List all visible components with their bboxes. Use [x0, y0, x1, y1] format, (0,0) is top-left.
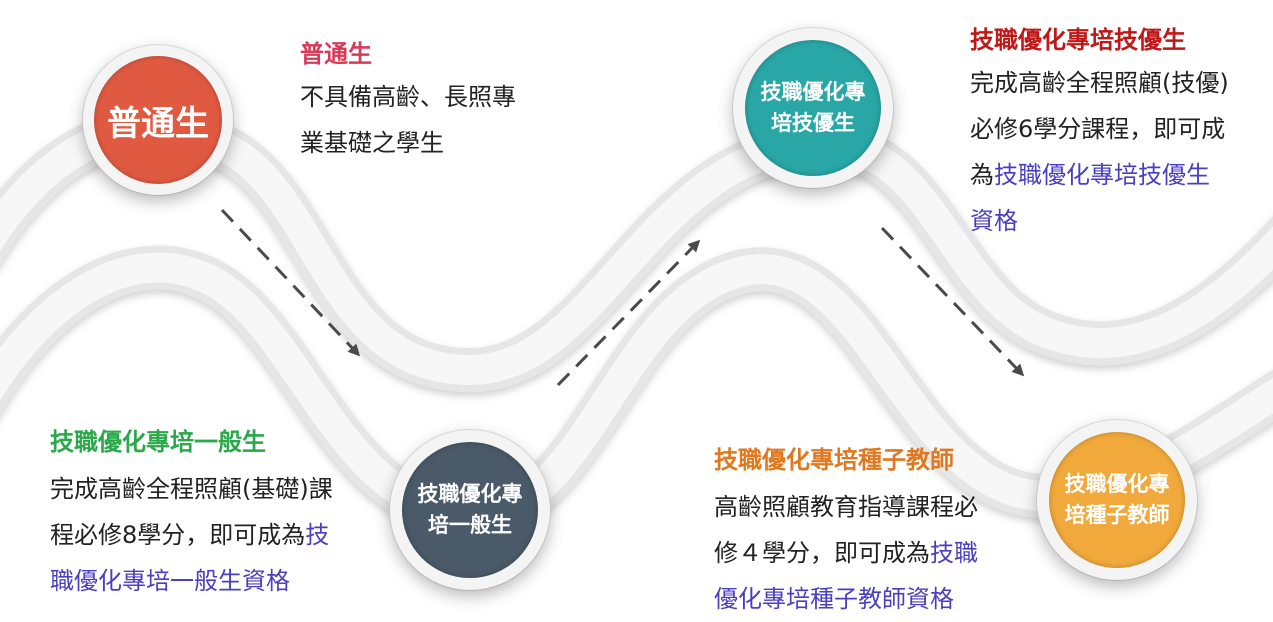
desc-seed-line-2-text: 修４學分，即可成為 — [714, 539, 930, 567]
node-excellent-label-2: 培技優生 — [771, 111, 855, 135]
desc-general-line-1: 完成高齡全程照顧(基礎)課 — [50, 475, 333, 503]
desc-general: 技職優化專培一般生 完成高齡全程照顧(基礎)課 程必修8學分，即可成為技 職優化… — [50, 422, 380, 604]
desc-general-line-2: 程必修8學分，即可成為技 — [50, 512, 380, 558]
node-excellent-label-1: 技職優化專 — [760, 80, 866, 104]
desc-seed-line-1: 高齡照顧教育指導課程必 — [714, 493, 978, 521]
desc-regular-line-1: 不具備高齡、長照專 — [300, 83, 516, 111]
desc-regular-line-2: 業基礎之學生 — [300, 129, 444, 157]
node-regular-circle: 普通生 — [94, 56, 222, 184]
desc-excellent-line-4-highlight: 資格 — [970, 207, 1018, 235]
desc-seed-title: 技職優化專培種子教師 — [714, 446, 954, 474]
arrow-excellent-to-seed — [880, 226, 1025, 377]
desc-general-line-2-highlight: 技 — [305, 521, 330, 549]
desc-excellent-line-3-text: 為 — [970, 161, 994, 189]
node-seed-label-2: 培種子教師 — [1064, 503, 1170, 527]
node-excellent: 技職優化專 培技優生 — [733, 28, 893, 188]
desc-excellent-line-3: 為技職優化專培技優生 — [970, 152, 1260, 198]
node-general-label-1: 技職優化專 — [417, 482, 523, 506]
arrow-general-to-excellent — [556, 239, 701, 387]
node-general-circle: 技職優化專 培一般生 — [402, 442, 538, 578]
desc-seed-line-2-highlight: 技職 — [930, 539, 978, 567]
desc-excellent-line-2: 必修6學分課程，即可成 — [970, 115, 1226, 143]
desc-general-line-3: 職優化專培一般生資格 — [50, 558, 380, 604]
node-regular: 普通生 — [83, 45, 233, 195]
desc-general-line-3-highlight: 職優化專培一般生資格 — [50, 567, 290, 595]
desc-general-line-2-text: 程必修8學分，即可成為 — [50, 521, 306, 549]
node-regular-label: 普通生 — [107, 103, 209, 144]
desc-general-title: 技職優化專培一般生 — [50, 428, 266, 456]
node-general-label-2: 培一般生 — [428, 513, 512, 537]
desc-excellent: 技職優化專培技優生 完成高齡全程照顧(技優) 必修6學分課程，即可成 為技職優化… — [970, 20, 1260, 244]
desc-excellent-line-4: 資格 — [970, 198, 1260, 244]
node-seed-circle: 技職優化專 培種子教師 — [1049, 432, 1185, 568]
desc-excellent-title: 技職優化專培技優生 — [970, 26, 1186, 54]
desc-seed-line-2: 修４學分，即可成為技職 — [714, 530, 1024, 576]
arrow-regular-to-general — [220, 208, 361, 357]
node-general: 技職優化專 培一般生 — [390, 430, 550, 590]
desc-regular: 普通生 不具備高齡、長照專 業基礎之學生 — [300, 34, 580, 166]
desc-seed-line-3-highlight: 優化專培種子教師資格 — [714, 585, 954, 613]
desc-regular-title: 普通生 — [300, 40, 372, 68]
desc-excellent-line-1: 完成高齡全程照顧(技優) — [970, 69, 1229, 97]
desc-seed: 技職優化專培種子教師 高齡照顧教育指導課程必 修４學分，即可成為技職 優化專培種… — [714, 440, 1024, 622]
node-seed: 技職優化專 培種子教師 — [1037, 420, 1197, 580]
node-excellent-circle: 技職優化專 培技優生 — [745, 40, 881, 176]
desc-seed-line-3: 優化專培種子教師資格 — [714, 576, 1024, 622]
node-seed-label-1: 技職優化專 — [1064, 472, 1170, 496]
desc-excellent-line-3-highlight: 技職優化專培技優生 — [994, 161, 1210, 189]
